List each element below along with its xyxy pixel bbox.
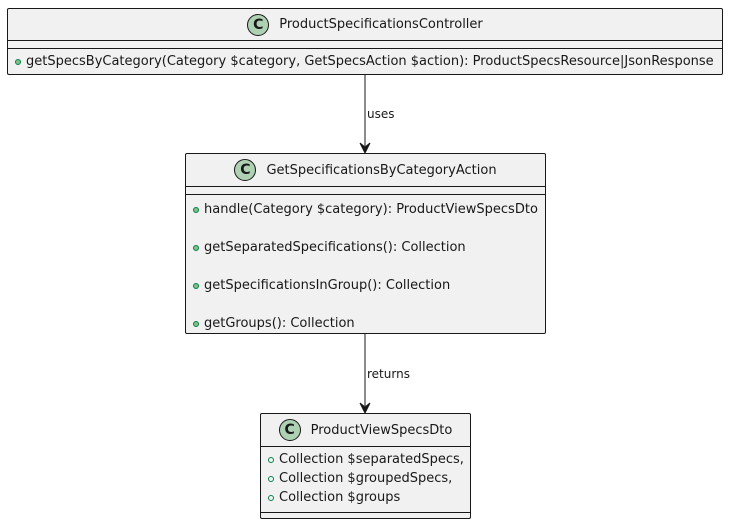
uses-arrowhead <box>359 142 371 155</box>
action-method-row: handle(Category $category): ProductViewS… <box>186 200 545 219</box>
controller-methods-compartment: getSpecsByCategory(Category $category, G… <box>8 49 722 71</box>
action-class-header: C GetSpecificationsByCategoryAction <box>186 154 545 187</box>
action-method-row: getGroups(): Collection <box>186 314 545 333</box>
action-methods-compartment: handle(Category $category): ProductViewS… <box>186 195 545 333</box>
action-fields-compartment <box>186 187 545 195</box>
dto-methods-compartment <box>261 513 470 521</box>
dto-field-row: Collection $groups <box>261 488 470 507</box>
method-signature: handle(Category $category): ProductViewS… <box>204 202 538 217</box>
public-method-icon <box>193 206 199 213</box>
public-method-icon <box>15 58 21 65</box>
method-signature: getGroups(): Collection <box>204 316 355 331</box>
uses-relation-label: uses <box>367 107 395 121</box>
action-method-row: getSeparatedSpecifications(): Collection <box>186 238 545 257</box>
controller-class-box[interactable]: C ProductSpecificationsController getSpe… <box>7 8 723 75</box>
public-field-icon <box>268 494 274 501</box>
public-method-icon <box>193 244 199 251</box>
method-signature: getSpecificationsInGroup(): Collection <box>204 278 451 293</box>
controller-class-header: C ProductSpecificationsController <box>8 9 722 41</box>
returns-relation-label: returns <box>367 367 410 381</box>
field-declaration: Collection $groupedSpecs, <box>279 471 453 486</box>
field-declaration: Collection $groups <box>279 490 401 505</box>
dto-field-row: Collection $separatedSpecs, <box>261 450 470 469</box>
dto-field-row: Collection $groupedSpecs, <box>261 469 470 488</box>
dto-class-name: ProductViewSpecsDto <box>310 422 453 438</box>
controller-fields-compartment <box>8 41 722 49</box>
returns-arrowhead <box>359 402 371 415</box>
public-field-icon <box>268 475 274 482</box>
class-stereotype-icon: C <box>247 13 270 36</box>
public-method-icon <box>193 282 199 289</box>
method-signature: getSpecsByCategory(Category $category, G… <box>26 54 714 69</box>
public-method-icon <box>193 320 199 327</box>
class-stereotype-icon: C <box>278 419 301 441</box>
controller-method-row: getSpecsByCategory(Category $category, G… <box>8 52 722 71</box>
dto-class-header: C ProductViewSpecsDto <box>261 414 470 447</box>
method-signature: getSeparatedSpecifications(): Collection <box>204 240 466 255</box>
dto-class-box[interactable]: C ProductViewSpecsDto Collection $separa… <box>260 413 471 519</box>
field-declaration: Collection $separatedSpecs, <box>279 452 464 467</box>
action-class-name: GetSpecificationsByCategoryAction <box>266 162 497 178</box>
action-class-box[interactable]: C GetSpecificationsByCategoryAction hand… <box>185 153 546 334</box>
dto-fields-compartment: Collection $separatedSpecs, Collection $… <box>261 447 470 513</box>
controller-class-name: ProductSpecificationsController <box>279 17 483 32</box>
class-stereotype-icon: C <box>234 159 257 181</box>
public-field-icon <box>268 456 274 463</box>
action-method-row: getSpecificationsInGroup(): Collection <box>186 276 545 295</box>
